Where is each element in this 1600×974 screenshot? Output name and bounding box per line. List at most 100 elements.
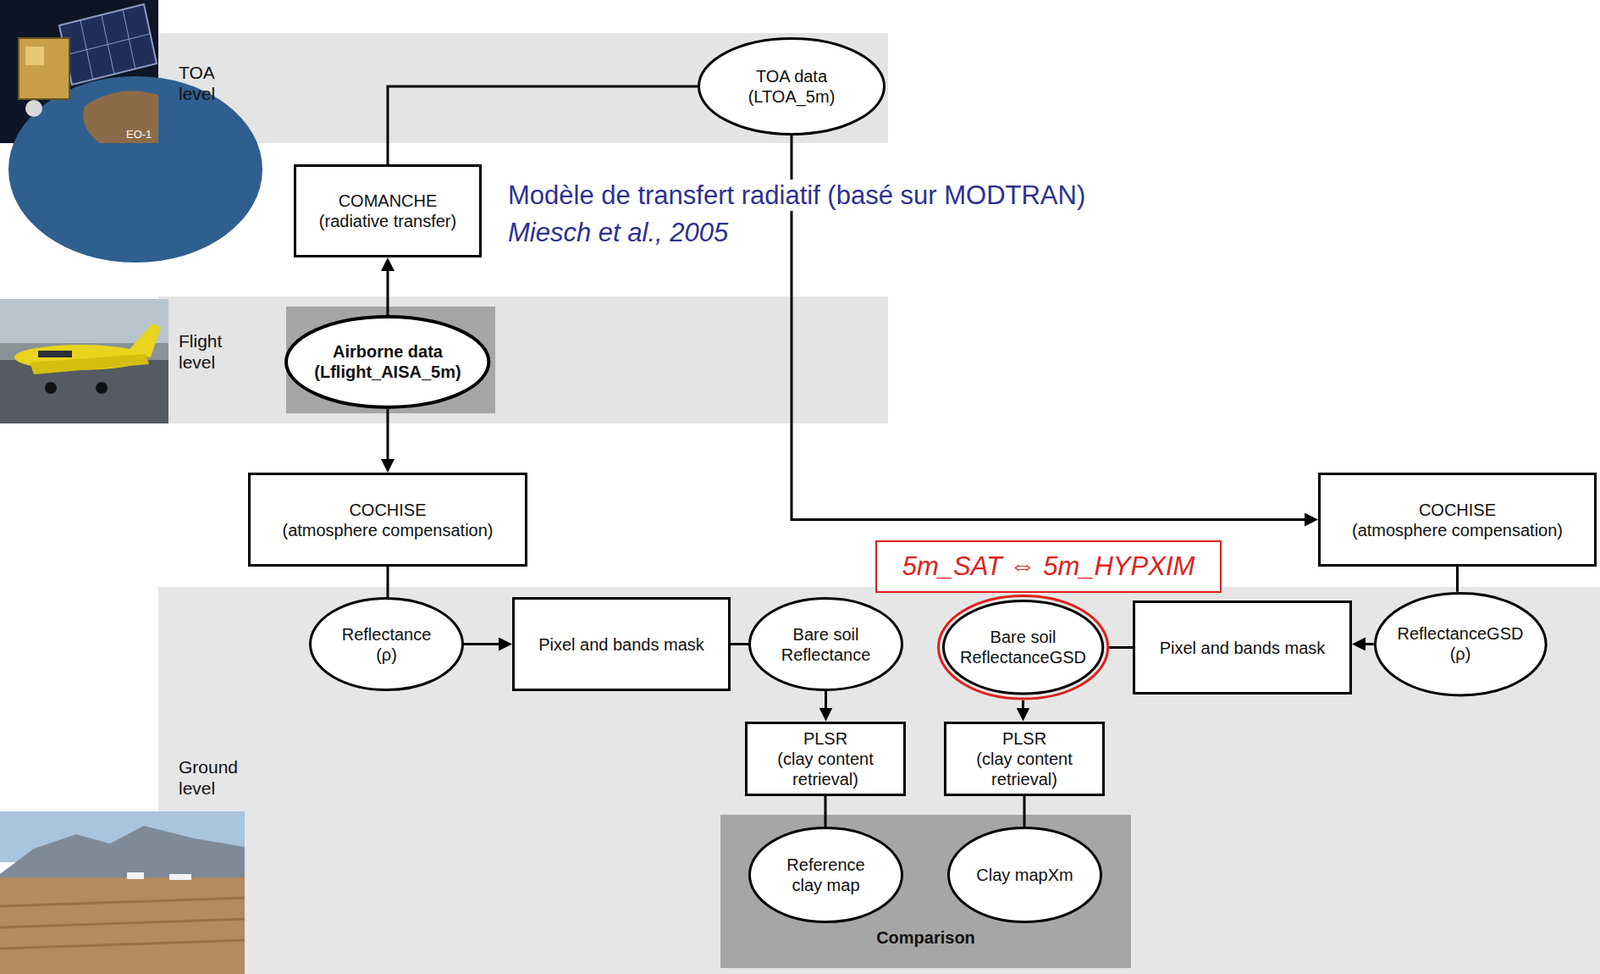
ellipse-shape bbox=[943, 601, 1103, 695]
satellite-photo bbox=[0, 0, 263, 263]
level-band-fill bbox=[158, 33, 889, 144]
connector bbox=[1021, 700, 1025, 715]
node-text: COMANCHE bbox=[338, 190, 438, 211]
node-text: Pixel and bands mask bbox=[1159, 637, 1326, 658]
ellipse-outline bbox=[284, 314, 491, 409]
node-text: (ρ) bbox=[1450, 643, 1472, 664]
process-box: Pixel and bands mask bbox=[512, 596, 731, 691]
building bbox=[126, 871, 144, 879]
node-text: PLSR bbox=[803, 728, 848, 749]
callout-box: 5m_SAT ⇔ 5m_HYPXIM bbox=[875, 540, 1222, 593]
connector bbox=[386, 566, 390, 597]
satellite-dish bbox=[25, 99, 43, 117]
node-text: (atmosphere compensation) bbox=[281, 519, 493, 541]
plane-wheel bbox=[44, 381, 57, 394]
ellipse-shape bbox=[948, 827, 1102, 922]
node-text: Reflectance bbox=[342, 623, 432, 645]
data-ellipse: Clay mapXm bbox=[947, 826, 1103, 923]
ellipse-outline bbox=[697, 37, 886, 136]
process-box: COCHISE(atmosphere compensation) bbox=[1318, 472, 1597, 567]
process-box: PLSR(clay content retrieval) bbox=[744, 721, 906, 796]
ellipse-outline bbox=[937, 594, 1109, 701]
node-text: Reference clay map bbox=[786, 854, 865, 895]
comparison-backdrop bbox=[720, 814, 1132, 968]
plane-windows bbox=[38, 350, 72, 358]
mountains bbox=[0, 825, 245, 883]
ellipse-shape bbox=[286, 316, 489, 408]
node-text: (ρ) bbox=[375, 644, 398, 665]
data-ellipse: ReflectanceGSD(ρ) bbox=[1373, 591, 1548, 696]
node-text: Flight level bbox=[178, 330, 222, 373]
ellipse-shape bbox=[1374, 592, 1546, 695]
level-band: Flight level Airborne data(Lflight_AISA_5… bbox=[158, 296, 889, 424]
node-text: 5m_SAT ⇔ 5m_HYPXIM bbox=[902, 550, 1196, 582]
airplane-photo bbox=[0, 298, 169, 424]
satellite-body bbox=[18, 38, 70, 100]
node-text: TOA data bbox=[755, 66, 828, 87]
ellipse-shape bbox=[699, 38, 885, 135]
photo-caption: EO-1 bbox=[123, 127, 155, 142]
ellipse-shape bbox=[750, 827, 903, 922]
solar-panel bbox=[59, 4, 157, 85]
data-ellipse: TOA data(LTOA_5m) bbox=[697, 37, 886, 136]
node-text: Bare soil ReflectanceGSD bbox=[960, 626, 1087, 668]
ellipse-outline bbox=[748, 596, 904, 691]
connector bbox=[463, 642, 506, 646]
node-text: (clay content retrieval) bbox=[965, 748, 1084, 789]
connector bbox=[1108, 645, 1133, 649]
connector bbox=[1358, 642, 1374, 646]
level-band: Ground levelReflectance(ρ)Pixel and band… bbox=[158, 586, 1600, 974]
node-text: Ground level bbox=[178, 755, 238, 799]
plane-wheel bbox=[95, 381, 108, 394]
connector bbox=[730, 642, 749, 646]
node-text: (radiative transfer) bbox=[319, 210, 457, 232]
node-text: Clay mapXm bbox=[976, 864, 1073, 885]
annotation-text: Miesch et al., 2005 bbox=[505, 216, 731, 249]
connector bbox=[824, 795, 828, 828]
node-text: COCHISE bbox=[1418, 499, 1496, 520]
level-band: TOA level TOA data(LTOA_5m) bbox=[158, 33, 889, 144]
airborne-backdrop bbox=[286, 306, 496, 414]
solar-panel-grid bbox=[65, 9, 150, 81]
furrows bbox=[0, 897, 245, 949]
highlight-ring bbox=[937, 595, 1108, 700]
level-band-fill bbox=[158, 586, 1600, 974]
earth-land bbox=[82, 90, 159, 144]
data-ellipse: Reflectance(ρ) bbox=[308, 596, 464, 691]
process-box: COMANCHE(radiative transfer) bbox=[293, 164, 482, 258]
connector bbox=[386, 264, 389, 315]
data-ellipse: Bare soil ReflectanceGSD bbox=[937, 594, 1109, 701]
node-text: PLSR bbox=[1002, 728, 1047, 749]
ellipse-shape bbox=[750, 598, 903, 690]
node-text: (clay content retrieval) bbox=[766, 748, 885, 789]
comparison-panel: Comparison Reference clay map Clay mapXm bbox=[720, 814, 1132, 968]
building bbox=[169, 873, 192, 880]
node-text: Bare soil Reflectance bbox=[781, 623, 872, 665]
landscape-photo bbox=[0, 811, 245, 974]
ellipse-outline bbox=[308, 596, 464, 691]
process-box: Pixel and bands mask bbox=[1132, 600, 1352, 695]
data-ellipse: Reference clay map bbox=[748, 826, 904, 923]
connector bbox=[1023, 795, 1027, 828]
node-text: COCHISE bbox=[348, 499, 426, 520]
ellipse-outline bbox=[1373, 591, 1548, 696]
connector bbox=[386, 408, 389, 466]
node-text: (LTOA_5m) bbox=[748, 86, 836, 107]
node-text: Comparison bbox=[720, 926, 1132, 948]
process-box: PLSR(clay content retrieval) bbox=[943, 721, 1105, 796]
node-text: Airborne data bbox=[332, 341, 443, 362]
process-box: COCHISE(atmosphere compensation) bbox=[248, 472, 528, 567]
ellipse-outline bbox=[748, 826, 904, 923]
satellite-detail bbox=[25, 46, 45, 66]
ellipse-shape bbox=[310, 598, 464, 690]
node-text: ReflectanceGSD bbox=[1397, 623, 1524, 644]
connector bbox=[1456, 566, 1459, 592]
annotation-text: Modèle de transfert radiatif (basé sur M… bbox=[505, 179, 1088, 211]
node-text: (atmosphere compensation) bbox=[1351, 519, 1563, 541]
level-band-fill bbox=[158, 296, 889, 424]
node-text: (Lflight_AISA_5m) bbox=[314, 361, 461, 382]
earth bbox=[8, 76, 263, 263]
node-text: TOA level bbox=[178, 61, 216, 105]
node-text: Pixel and bands mask bbox=[538, 634, 705, 655]
field bbox=[0, 877, 245, 974]
